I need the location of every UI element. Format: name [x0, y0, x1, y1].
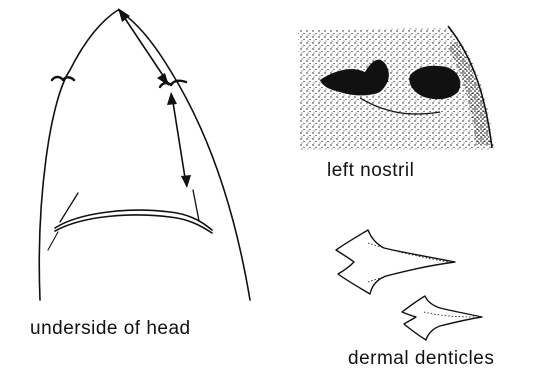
arrow-snout-to-nostril: [120, 11, 168, 83]
arrow-nostril-to-mouth: [172, 96, 186, 184]
denticle-large: [336, 230, 455, 294]
label-dermal-denticles: dermal denticles: [348, 348, 494, 370]
label-underside-of-head: underside of head: [30, 318, 191, 340]
head-underside-drawing: [39, 8, 250, 300]
arrowhead-mouth: [181, 175, 191, 188]
labial-fold-left: [60, 193, 78, 222]
mouth-upper: [55, 210, 212, 230]
denticle-small: [402, 296, 482, 340]
left-nostril-drawing: [298, 26, 494, 150]
nostril-skin-area: [298, 28, 494, 150]
arrowhead-nostril-bottom: [167, 92, 177, 105]
head-nostril-left: [52, 77, 74, 80]
labial-fold-right: [193, 190, 199, 221]
dermal-denticles-drawing: [336, 230, 482, 340]
arrowhead-snout: [118, 8, 130, 22]
label-left-nostril: left nostril: [327, 160, 414, 182]
throat-line-left: [48, 232, 58, 250]
head-outline: [39, 10, 250, 300]
